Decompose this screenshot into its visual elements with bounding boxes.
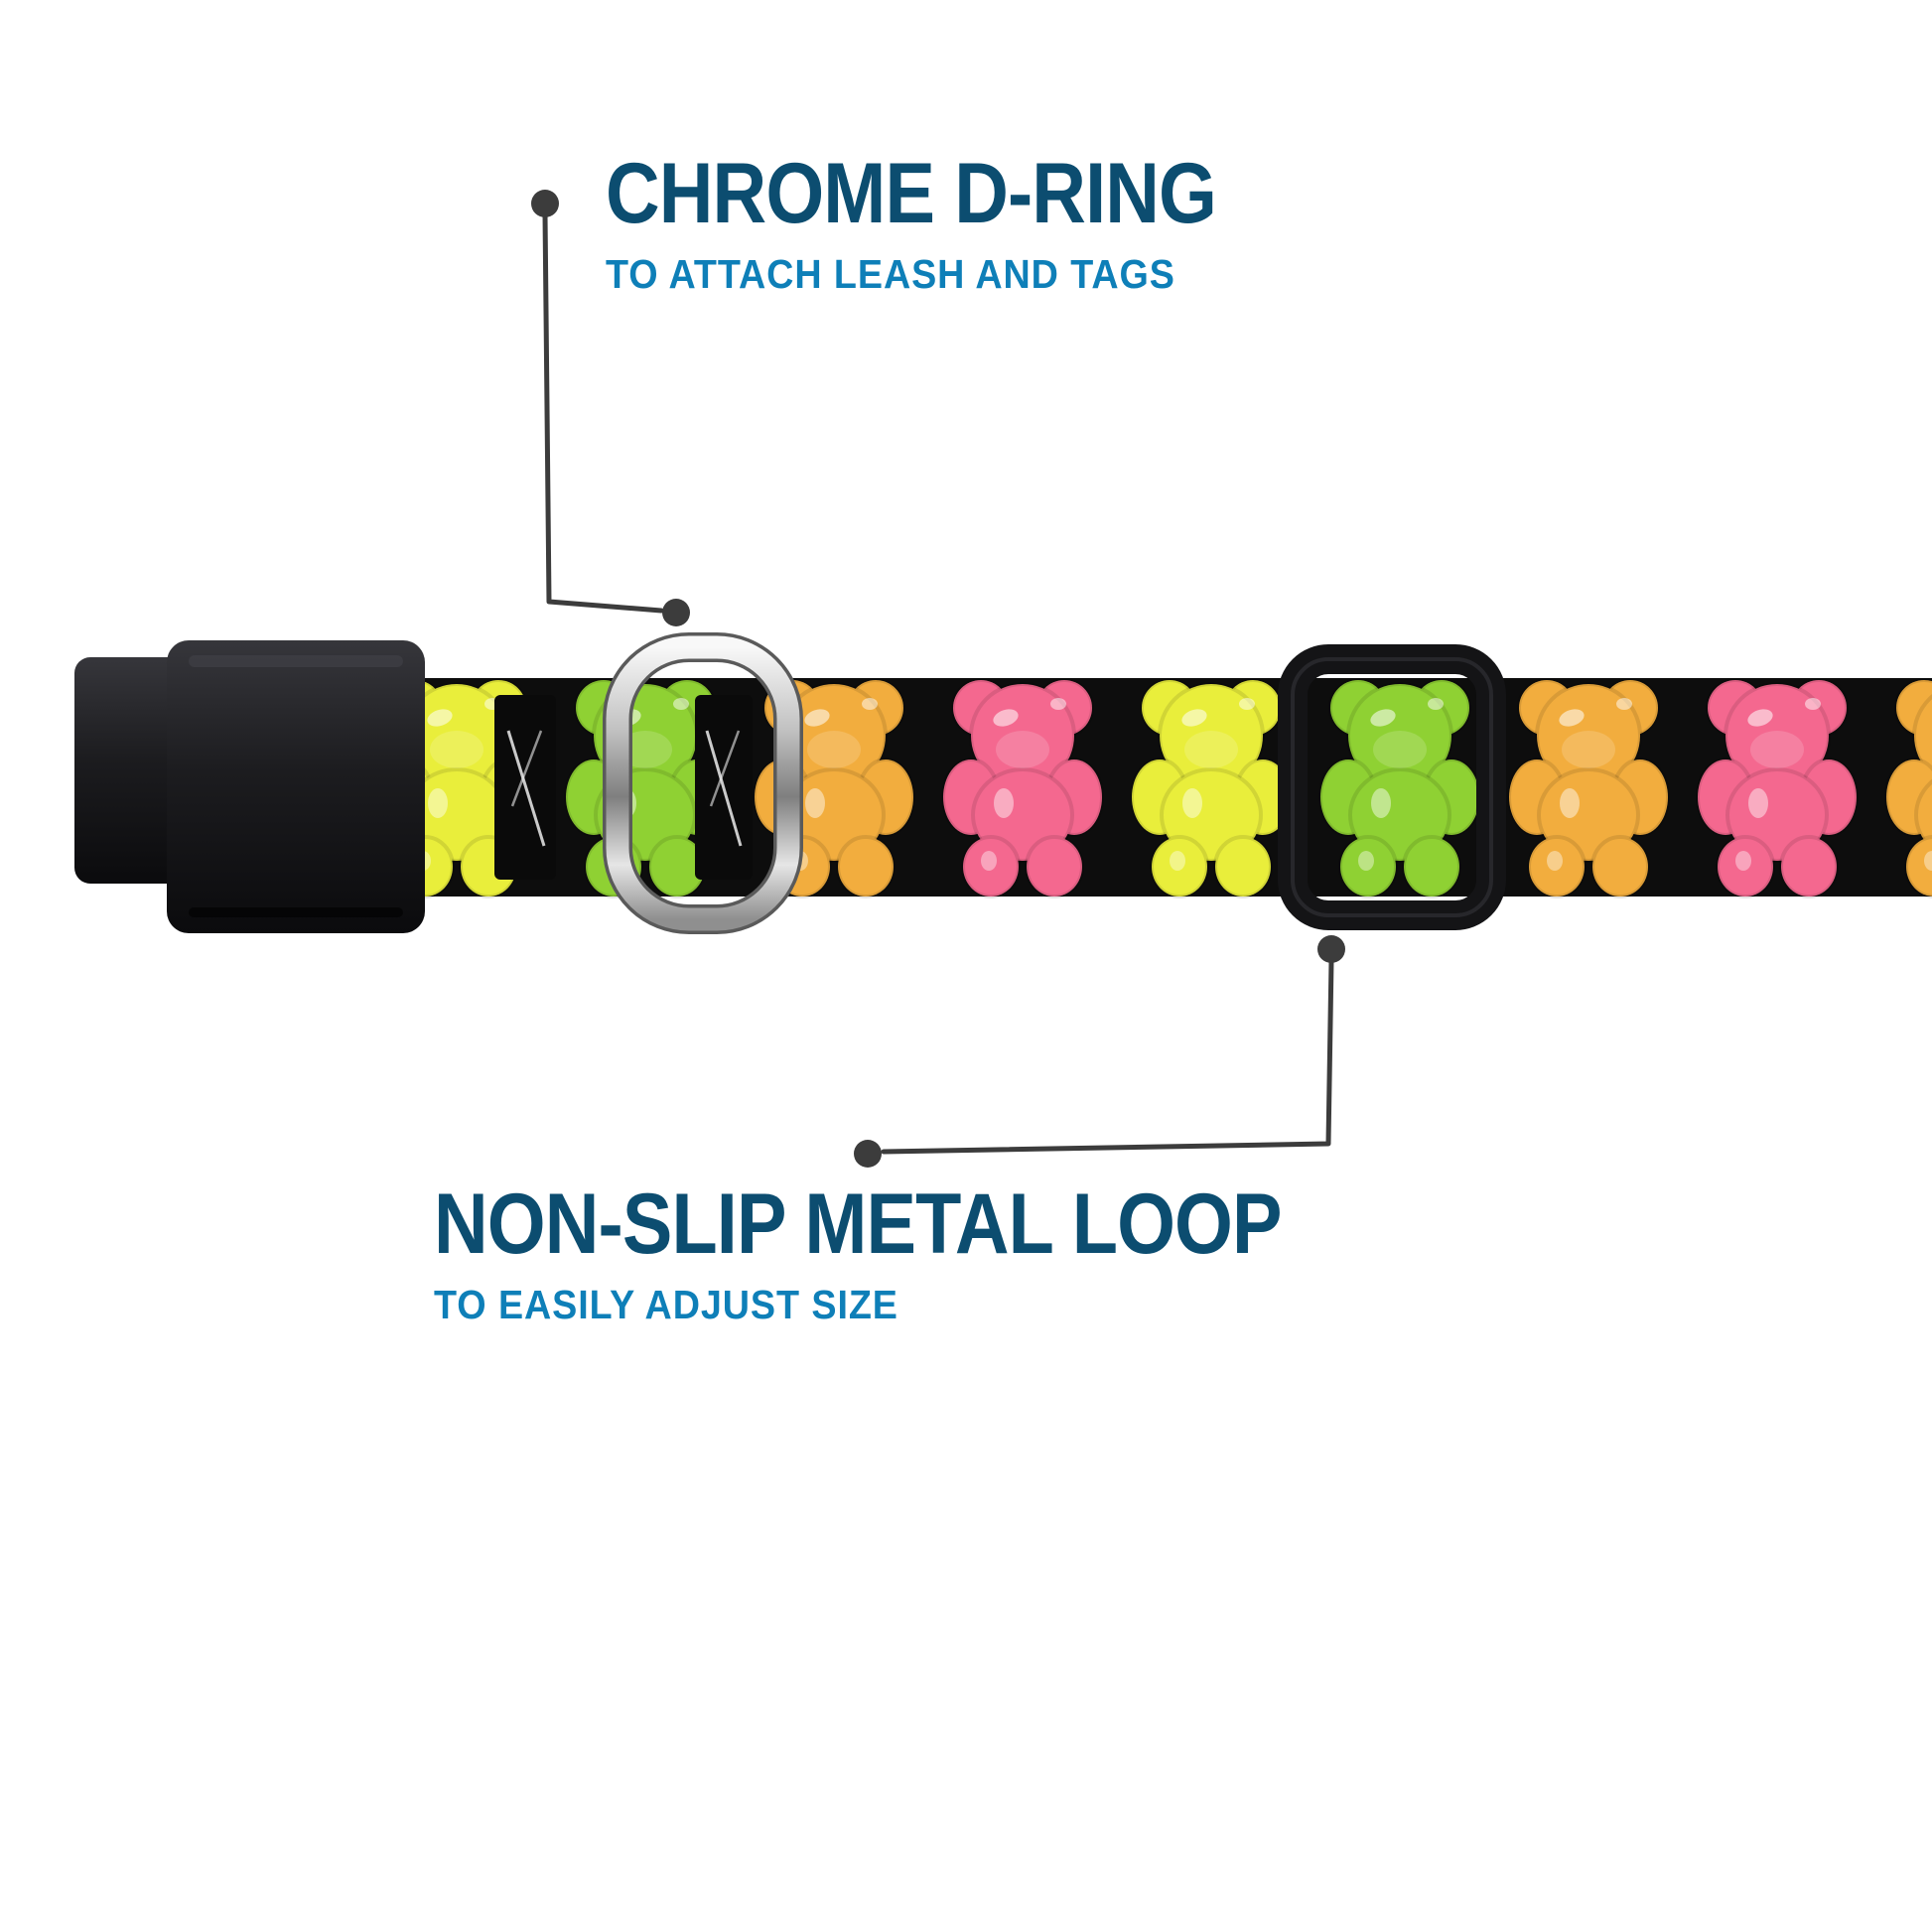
chrome-d-ring (603, 632, 803, 934)
callout-metal-loop (854, 935, 1345, 1168)
callout-dot (854, 1140, 882, 1168)
metal-loop-subtitle: TO EASILY ADJUST SIZE (434, 1282, 898, 1327)
metal-loop-title: NON-SLIP METAL LOOP (434, 1176, 1283, 1272)
callout-dot (531, 190, 559, 217)
callout-d-ring (531, 190, 690, 626)
d-ring-title: CHROME D-RING (606, 146, 1217, 241)
metal-loop-slider (1278, 644, 1506, 930)
callout-dot (1317, 935, 1345, 963)
plastic-buckle (74, 640, 425, 933)
callout-dot (662, 599, 690, 626)
webbing-fold-stitches (494, 695, 753, 880)
annotation-metal-loop: NON-SLIP METAL LOOP TO EASILY ADJUST SIZ… (434, 1181, 1397, 1325)
annotation-d-ring: CHROME D-RING TO ATTACH LEASH AND TAGS (606, 151, 1300, 295)
d-ring-subtitle: TO ATTACH LEASH AND TAGS (606, 251, 1175, 297)
